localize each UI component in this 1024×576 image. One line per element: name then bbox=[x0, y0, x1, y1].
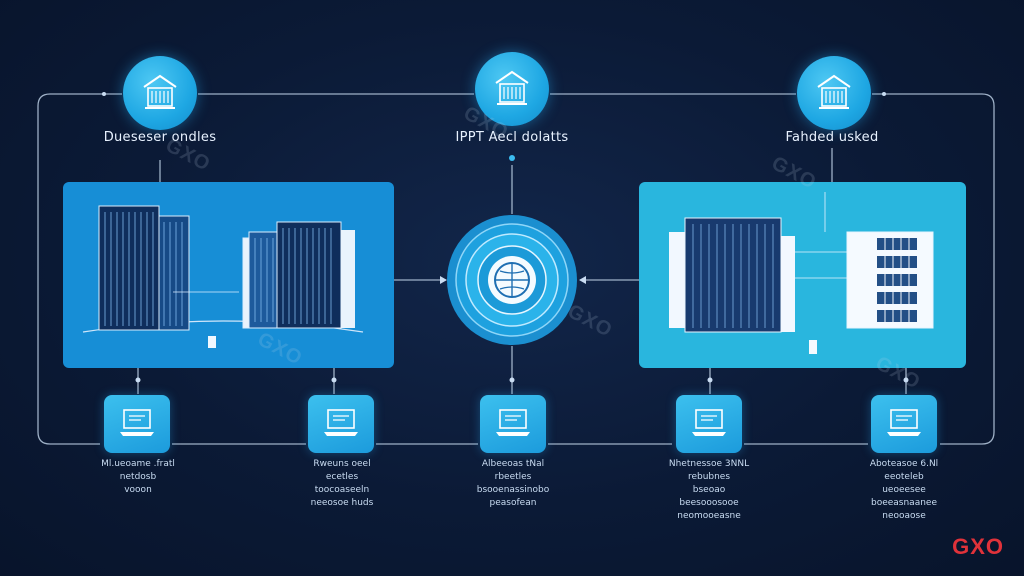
caption-line: rbeetles bbox=[494, 472, 532, 482]
node-label-right: Fahded usked bbox=[785, 130, 879, 145]
caption-line: beesooosooe bbox=[679, 498, 739, 508]
datacenter-node-left[interactable] bbox=[123, 56, 197, 130]
brand-logo: GXO bbox=[952, 534, 1004, 559]
caption-line: rebubnes bbox=[687, 472, 731, 482]
workstation-caption-5: Aboteasoe 6.Nl eeoteleb ueoeesee boeeasn… bbox=[844, 458, 964, 523]
datacenter-icon bbox=[495, 70, 529, 105]
laptop-icon bbox=[692, 409, 726, 436]
workstation-caption-4: Nhetnessoe 3NNL rebubnes bseoao beesooos… bbox=[649, 458, 769, 523]
caption-line: bseoao bbox=[692, 485, 726, 495]
network-hub-icon[interactable] bbox=[445, 213, 579, 347]
caption-line: ecetles bbox=[325, 472, 359, 482]
workstation-tile-4[interactable] bbox=[676, 395, 742, 453]
caption-line: eeoteleb bbox=[884, 472, 924, 482]
caption-line: Albeeoas tNal bbox=[481, 459, 545, 469]
caption-line: Ml.ueoame .fratl bbox=[101, 459, 175, 469]
datacenter-icon bbox=[817, 74, 851, 109]
laptop-icon bbox=[324, 409, 358, 436]
workstation-tile-1[interactable] bbox=[104, 395, 170, 453]
workstation-tile-3[interactable] bbox=[480, 395, 546, 453]
caption-line: neomooeasne bbox=[677, 511, 741, 521]
node-label-left: Dueseser ondles bbox=[103, 130, 217, 145]
caption-line: neeosoe huds bbox=[310, 498, 374, 508]
workstation-caption-3: Albeeoas tNal rbeetles bsooenassinobo pe… bbox=[453, 458, 573, 510]
caption-line: toocoaseeln bbox=[314, 485, 370, 495]
laptop-icon bbox=[496, 409, 530, 436]
caption-line: ueoeesee bbox=[882, 485, 926, 495]
workstation-caption-1: Ml.ueoame .fratl netdosb vooon bbox=[78, 458, 198, 497]
datacenter-node-right[interactable] bbox=[797, 56, 871, 130]
caption-line: Aboteasoe 6.Nl bbox=[869, 459, 939, 469]
caption-line: Rweuns oeel bbox=[313, 459, 371, 469]
caption-line: vooon bbox=[124, 485, 152, 495]
caption-line: Nhetnessoe 3NNL bbox=[668, 459, 750, 469]
caption-line: netdosb bbox=[119, 472, 157, 482]
server-racks-illustration bbox=[669, 192, 934, 354]
caption-line: bsooenassinobo bbox=[476, 485, 550, 495]
node-label-center: IPPT Aecl dolatts bbox=[455, 130, 569, 145]
datacenter-node-center[interactable] bbox=[475, 52, 549, 126]
workstation-caption-2: Rweuns oeel ecetles toocoaseeln neeosoe … bbox=[282, 458, 402, 510]
datacenter-icon bbox=[143, 74, 177, 109]
workstation-tile-2[interactable] bbox=[308, 395, 374, 453]
server-cluster-right[interactable] bbox=[639, 182, 966, 368]
laptop-icon bbox=[887, 409, 921, 436]
laptop-icon bbox=[120, 409, 154, 436]
server-racks-illustration bbox=[82, 205, 364, 348]
caption-line: peasofean bbox=[489, 498, 537, 508]
caption-line: boeeasnaanee bbox=[870, 498, 937, 508]
workstation-tile-5[interactable] bbox=[871, 395, 937, 453]
server-cluster-left[interactable] bbox=[63, 182, 394, 368]
caption-line: neooaose bbox=[882, 511, 926, 521]
